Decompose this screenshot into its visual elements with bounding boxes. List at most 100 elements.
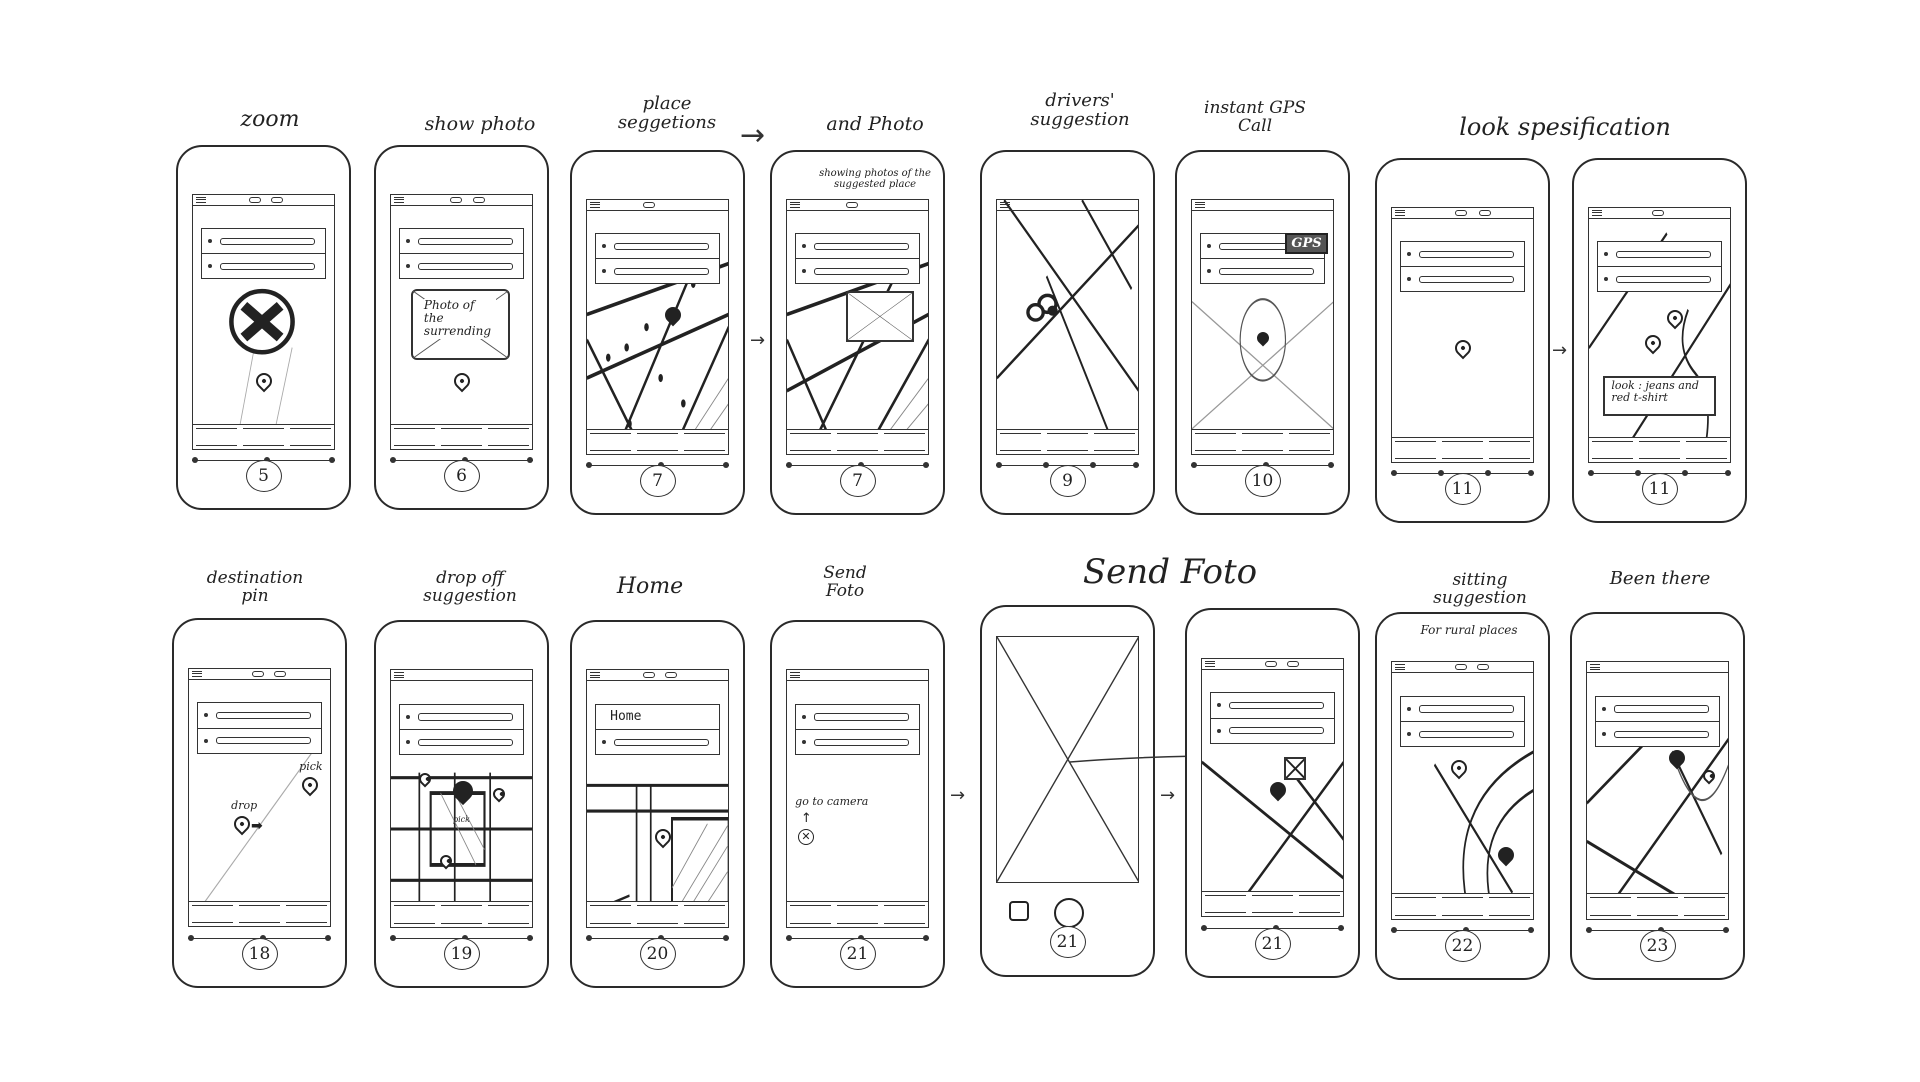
shutter-button[interactable] <box>1053 897 1084 928</box>
menu-icon[interactable] <box>1204 660 1215 667</box>
menu-icon[interactable] <box>191 670 202 677</box>
from-field[interactable] <box>1419 250 1514 258</box>
tab[interactable] <box>440 905 483 924</box>
photo-preview[interactable]: Photo of the surrending <box>410 289 510 361</box>
tab[interactable] <box>195 427 237 447</box>
menu-icon[interactable] <box>1394 664 1405 671</box>
menu-icon[interactable] <box>789 672 800 679</box>
camera-icon[interactable] <box>1455 209 1468 216</box>
camera-icon[interactable] <box>664 672 677 679</box>
camera-icon[interactable] <box>249 196 262 203</box>
tab[interactable] <box>999 432 1041 452</box>
menu-icon[interactable] <box>393 196 404 203</box>
to-field[interactable] <box>418 738 513 746</box>
camera-icon[interactable] <box>252 670 265 677</box>
tab[interactable] <box>884 905 926 924</box>
menu-icon[interactable] <box>1194 201 1205 208</box>
location-pin-icon[interactable] <box>451 369 474 393</box>
search-box[interactable]: Home <box>595 703 720 755</box>
search-box[interactable] <box>795 232 920 284</box>
from-field[interactable] <box>220 237 315 245</box>
to-field[interactable] <box>1229 727 1324 735</box>
tab[interactable] <box>440 427 483 447</box>
camera-icon[interactable] <box>1286 660 1299 667</box>
gallery-button[interactable] <box>1009 901 1030 922</box>
to-field[interactable] <box>614 738 709 746</box>
tab[interactable] <box>238 904 281 924</box>
tab[interactable] <box>191 904 233 924</box>
tab[interactable] <box>1686 440 1728 460</box>
tab[interactable] <box>1094 432 1136 452</box>
search-box[interactable] <box>1597 240 1722 292</box>
tab[interactable] <box>636 432 679 452</box>
tab[interactable] <box>836 432 879 452</box>
tab[interactable] <box>1289 432 1331 452</box>
tab[interactable] <box>1684 897 1726 916</box>
tab[interactable] <box>1591 440 1633 460</box>
camera-icon[interactable] <box>472 196 485 203</box>
from-field[interactable] <box>614 242 709 250</box>
from-field[interactable] <box>1616 250 1711 258</box>
tab[interactable] <box>1251 894 1294 914</box>
from-field[interactable] <box>1419 705 1514 713</box>
search-box[interactable] <box>1400 695 1525 747</box>
menu-icon[interactable] <box>999 201 1010 208</box>
tab[interactable] <box>636 905 679 924</box>
camera-icon[interactable] <box>1265 660 1278 667</box>
to-field[interactable] <box>1419 275 1514 283</box>
camera-icon[interactable] <box>1455 664 1468 671</box>
tab[interactable] <box>589 905 631 924</box>
tab[interactable] <box>1441 440 1484 460</box>
camera-button[interactable]: ✕ <box>798 829 814 846</box>
to-field[interactable] <box>814 738 909 746</box>
to-field[interactable] <box>418 262 513 270</box>
menu-icon[interactable] <box>1591 209 1602 216</box>
to-field[interactable] <box>1616 275 1711 283</box>
search-box[interactable] <box>795 703 920 755</box>
tab[interactable] <box>1489 440 1531 460</box>
search-box[interactable] <box>1400 240 1525 292</box>
to-field[interactable] <box>220 262 315 270</box>
tab[interactable] <box>488 427 530 447</box>
search-box[interactable] <box>1595 695 1720 747</box>
menu-icon[interactable] <box>789 201 800 208</box>
camera-icon[interactable] <box>450 196 463 203</box>
tab[interactable] <box>1241 432 1284 452</box>
gps-button[interactable]: GPS <box>1285 232 1328 254</box>
camera-icon[interactable] <box>643 201 656 208</box>
tab[interactable] <box>789 905 831 924</box>
menu-icon[interactable] <box>589 201 600 208</box>
tab[interactable] <box>884 432 926 452</box>
to-field[interactable] <box>1419 730 1514 738</box>
from-field[interactable] <box>814 713 909 721</box>
from-field[interactable] <box>1229 701 1324 710</box>
tab[interactable] <box>1638 440 1681 460</box>
from-field[interactable] <box>814 242 909 250</box>
camera-icon[interactable] <box>846 201 859 208</box>
tab[interactable] <box>488 905 530 924</box>
tab[interactable] <box>242 427 285 447</box>
tab[interactable] <box>1194 432 1236 452</box>
home-field[interactable]: Home <box>610 709 642 725</box>
tab[interactable] <box>1489 897 1531 916</box>
menu-icon[interactable] <box>195 196 206 203</box>
tab[interactable] <box>1636 897 1679 916</box>
search-box[interactable] <box>201 227 326 279</box>
tab[interactable] <box>286 904 328 924</box>
from-field[interactable] <box>418 237 513 245</box>
camera-icon[interactable] <box>1476 664 1489 671</box>
search-box[interactable] <box>399 703 524 755</box>
tab[interactable] <box>1046 432 1089 452</box>
tab[interactable] <box>393 427 435 447</box>
to-field[interactable] <box>814 267 909 275</box>
from-field[interactable] <box>216 711 311 720</box>
tab[interactable] <box>789 432 831 452</box>
to-field[interactable] <box>1614 730 1709 738</box>
search-box[interactable] <box>197 702 322 754</box>
tab[interactable] <box>589 432 631 452</box>
photo-thumbnail[interactable] <box>1283 756 1307 780</box>
to-field[interactable] <box>614 267 709 275</box>
tab[interactable] <box>684 432 726 452</box>
look-description-box[interactable]: look : jeans and red t-shirt <box>1602 375 1717 417</box>
tab[interactable] <box>1204 894 1246 914</box>
